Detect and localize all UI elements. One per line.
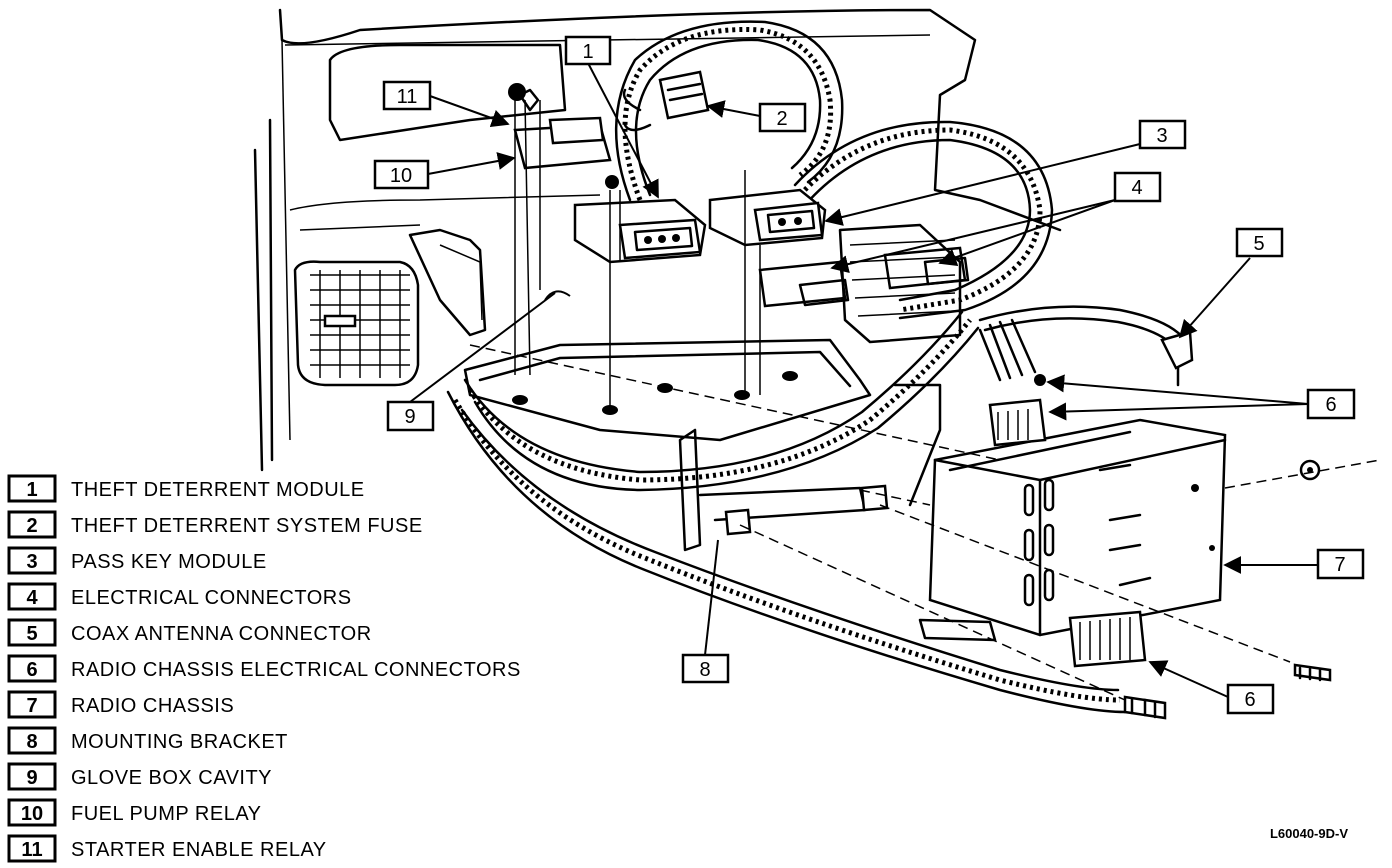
callout-2: 2 xyxy=(758,102,807,133)
mounting-bracket-tray xyxy=(463,338,942,552)
legend-number: 4 xyxy=(26,587,38,609)
legend-item: 2 THEFT DETERRENT SYSTEM FUSE xyxy=(7,510,423,539)
callout-number: 6 xyxy=(1325,394,1336,416)
callout-3: 3 xyxy=(1138,119,1187,150)
legend-number: 7 xyxy=(26,695,37,717)
callout-5: 5 xyxy=(1235,227,1284,258)
callout-number: 3 xyxy=(1156,125,1167,147)
left-vent xyxy=(293,260,420,387)
callout-7: 7 xyxy=(1316,548,1365,580)
legend-item: 1 THEFT DETERRENT MODULE xyxy=(7,474,365,503)
reference-code: L60040-9D-V xyxy=(1270,826,1348,841)
legend-label: PASS KEY MODULE xyxy=(71,551,267,573)
callout-10: 10 xyxy=(373,159,430,190)
legend-label: THEFT DETERRENT SYSTEM FUSE xyxy=(71,515,423,537)
legend-label: STARTER ENABLE RELAY xyxy=(71,839,327,861)
legend-item: 9 GLOVE BOX CAVITY xyxy=(7,762,272,791)
legend-label: GLOVE BOX CAVITY xyxy=(71,767,272,789)
coax-antenna-cable xyxy=(978,305,1194,387)
callout-6-upper: 6 xyxy=(1306,388,1356,420)
pass-key-module xyxy=(708,170,827,395)
legend-number: 1 xyxy=(26,479,37,501)
legend-label: MOUNTING BRACKET xyxy=(71,731,288,753)
callout-4: 4 xyxy=(1113,171,1162,203)
theft-deterrent-module xyxy=(573,175,707,410)
legend-label: FUEL PUMP RELAY xyxy=(71,803,262,825)
legend-label: ELECTRICAL CONNECTORS xyxy=(71,587,352,609)
legend-number: 8 xyxy=(26,731,37,753)
legend-label: RADIO CHASSIS ELECTRICAL CONNECTORS xyxy=(71,659,521,681)
callout-6-lower: 6 xyxy=(1226,683,1275,715)
legend-item: 8 MOUNTING BRACKET xyxy=(7,726,288,755)
legend-number: 10 xyxy=(21,803,43,825)
callout-11: 11 xyxy=(382,80,432,111)
legend-item: 4 ELECTRICAL CONNECTORS xyxy=(7,582,352,611)
callout-number: 1 xyxy=(582,41,593,63)
callout-number: 9 xyxy=(404,406,415,428)
radio-chassis xyxy=(918,418,1227,642)
legend-item: 11 STARTER ENABLE RELAY xyxy=(7,834,327,863)
callout-number: 5 xyxy=(1253,233,1264,255)
callout-number: 10 xyxy=(390,165,412,187)
relay-block xyxy=(508,83,612,376)
fasteners xyxy=(1123,459,1332,720)
legend-item: 6 RADIO CHASSIS ELECTRICAL CONNECTORS xyxy=(7,654,521,683)
radio-connectors xyxy=(978,318,1147,668)
callout-9: 9 xyxy=(386,400,435,432)
legend-label: COAX ANTENNA CONNECTOR xyxy=(71,623,372,645)
legend-number: 3 xyxy=(26,551,37,573)
callout-number: 2 xyxy=(776,108,787,130)
legend-label: RADIO CHASSIS xyxy=(71,695,234,717)
callout-number: 8 xyxy=(699,659,710,681)
leader-lines xyxy=(409,62,1318,698)
legend-item: 3 PASS KEY MODULE xyxy=(7,546,267,575)
legend-number: 11 xyxy=(21,839,42,861)
legend-number: 2 xyxy=(26,515,37,537)
callout-1: 1 xyxy=(564,35,612,66)
legend: 1 THEFT DETERRENT MODULE 2 THEFT DETERRE… xyxy=(7,474,521,863)
callout-number: 6 xyxy=(1244,689,1255,711)
legend-number: 5 xyxy=(26,623,37,645)
legend-number: 6 xyxy=(26,659,37,681)
legend-number: 9 xyxy=(26,767,37,789)
callout-number: 7 xyxy=(1334,554,1345,576)
callout-number: 4 xyxy=(1131,177,1142,199)
legend-item: 10 FUEL PUMP RELAY xyxy=(7,798,262,827)
callout-number: 11 xyxy=(397,86,418,108)
legend-label: THEFT DETERRENT MODULE xyxy=(71,479,365,501)
callout-8: 8 xyxy=(681,653,730,684)
legend-item: 7 RADIO CHASSIS xyxy=(7,690,234,719)
legend-item: 5 COAX ANTENNA CONNECTOR xyxy=(7,618,372,647)
dashboard-illustration xyxy=(253,8,1381,720)
